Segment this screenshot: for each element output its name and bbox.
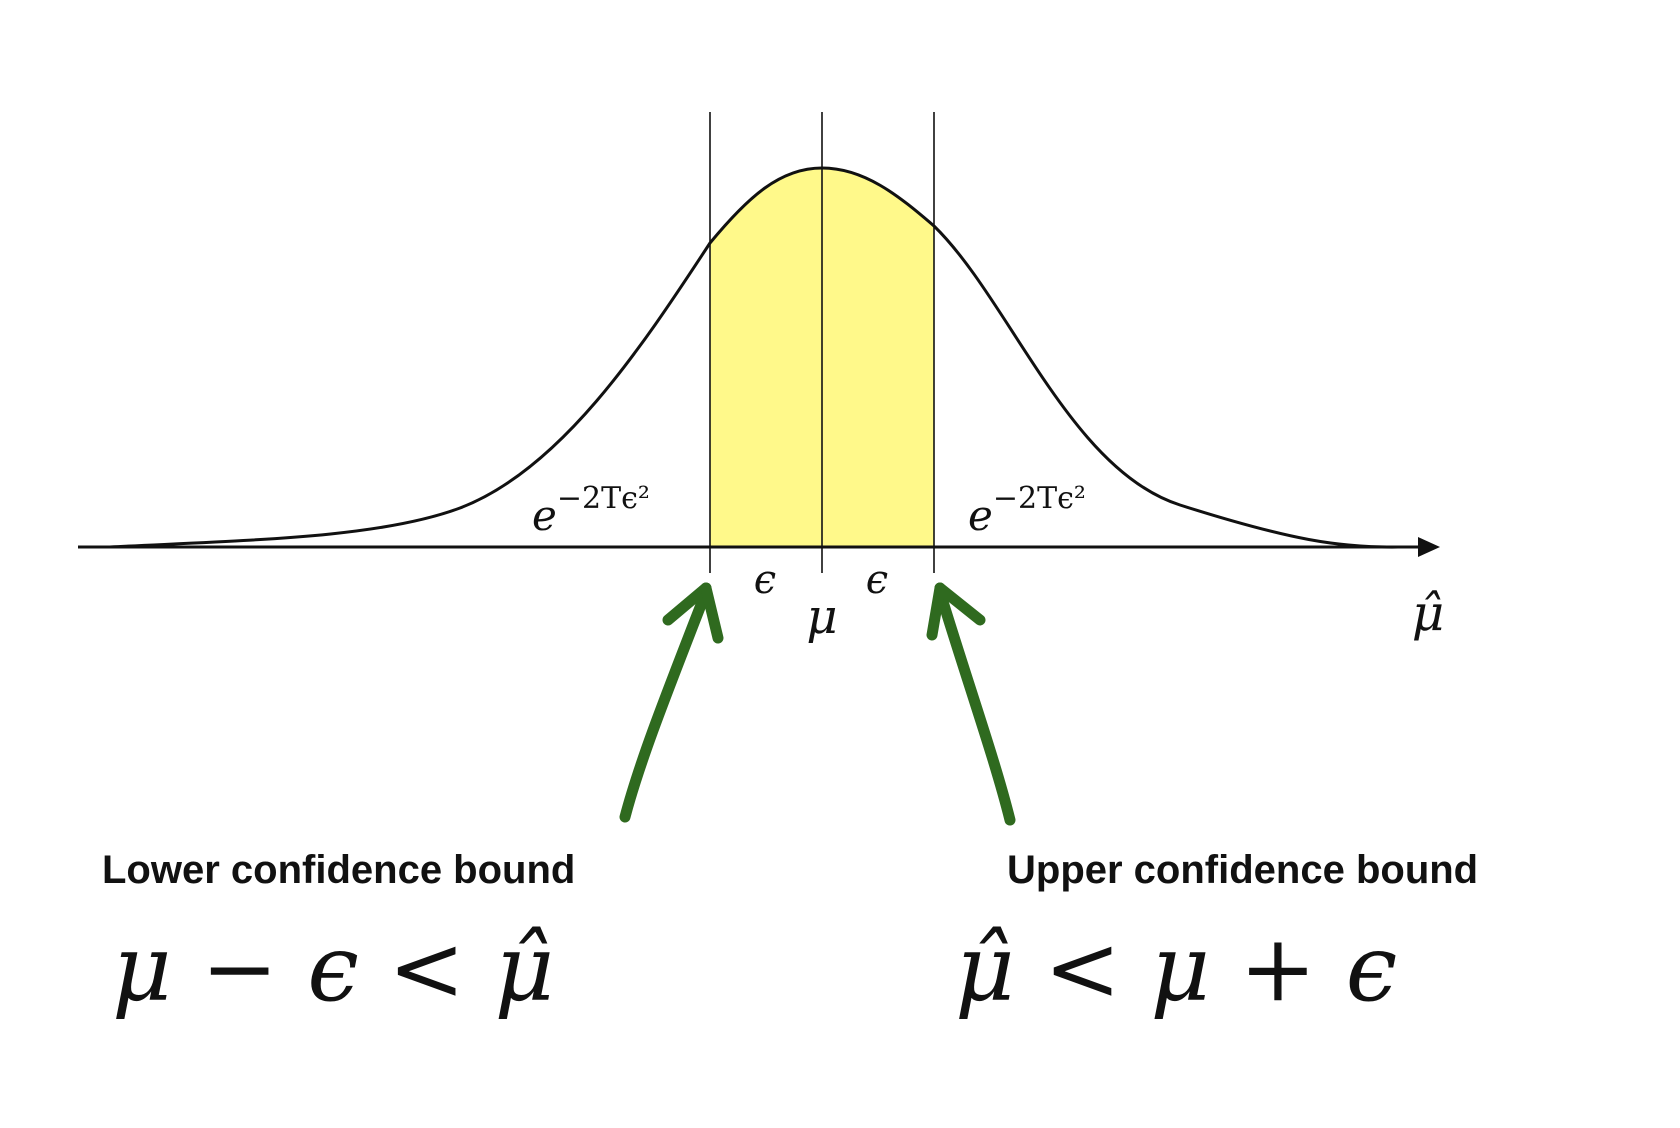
axis-label-mu-hat: μ̂: [1412, 584, 1445, 642]
lower-bound-formula: μ − ϵ < μ̂: [112, 915, 554, 1022]
distribution-curve: [109, 166, 1401, 549]
tail-right-label: e−2Tϵ²: [968, 481, 1086, 540]
upper-bound-title: Upper confidence bound: [1007, 848, 1478, 892]
lower-bound-arrow: [619, 582, 724, 823]
tail-left-label: e−2Tϵ²: [532, 481, 650, 540]
upper-bound-formula: μ̂ < μ + ϵ: [955, 915, 1397, 1022]
epsilon-left-label: ϵ: [754, 557, 776, 603]
lower-bound-title: Lower confidence bound: [102, 848, 575, 892]
x-axis-arrowhead: [1418, 537, 1440, 557]
upper-bound-arrow: [926, 582, 1016, 826]
epsilon-right-label: ϵ: [866, 557, 888, 603]
mu-label: μ: [806, 589, 837, 645]
